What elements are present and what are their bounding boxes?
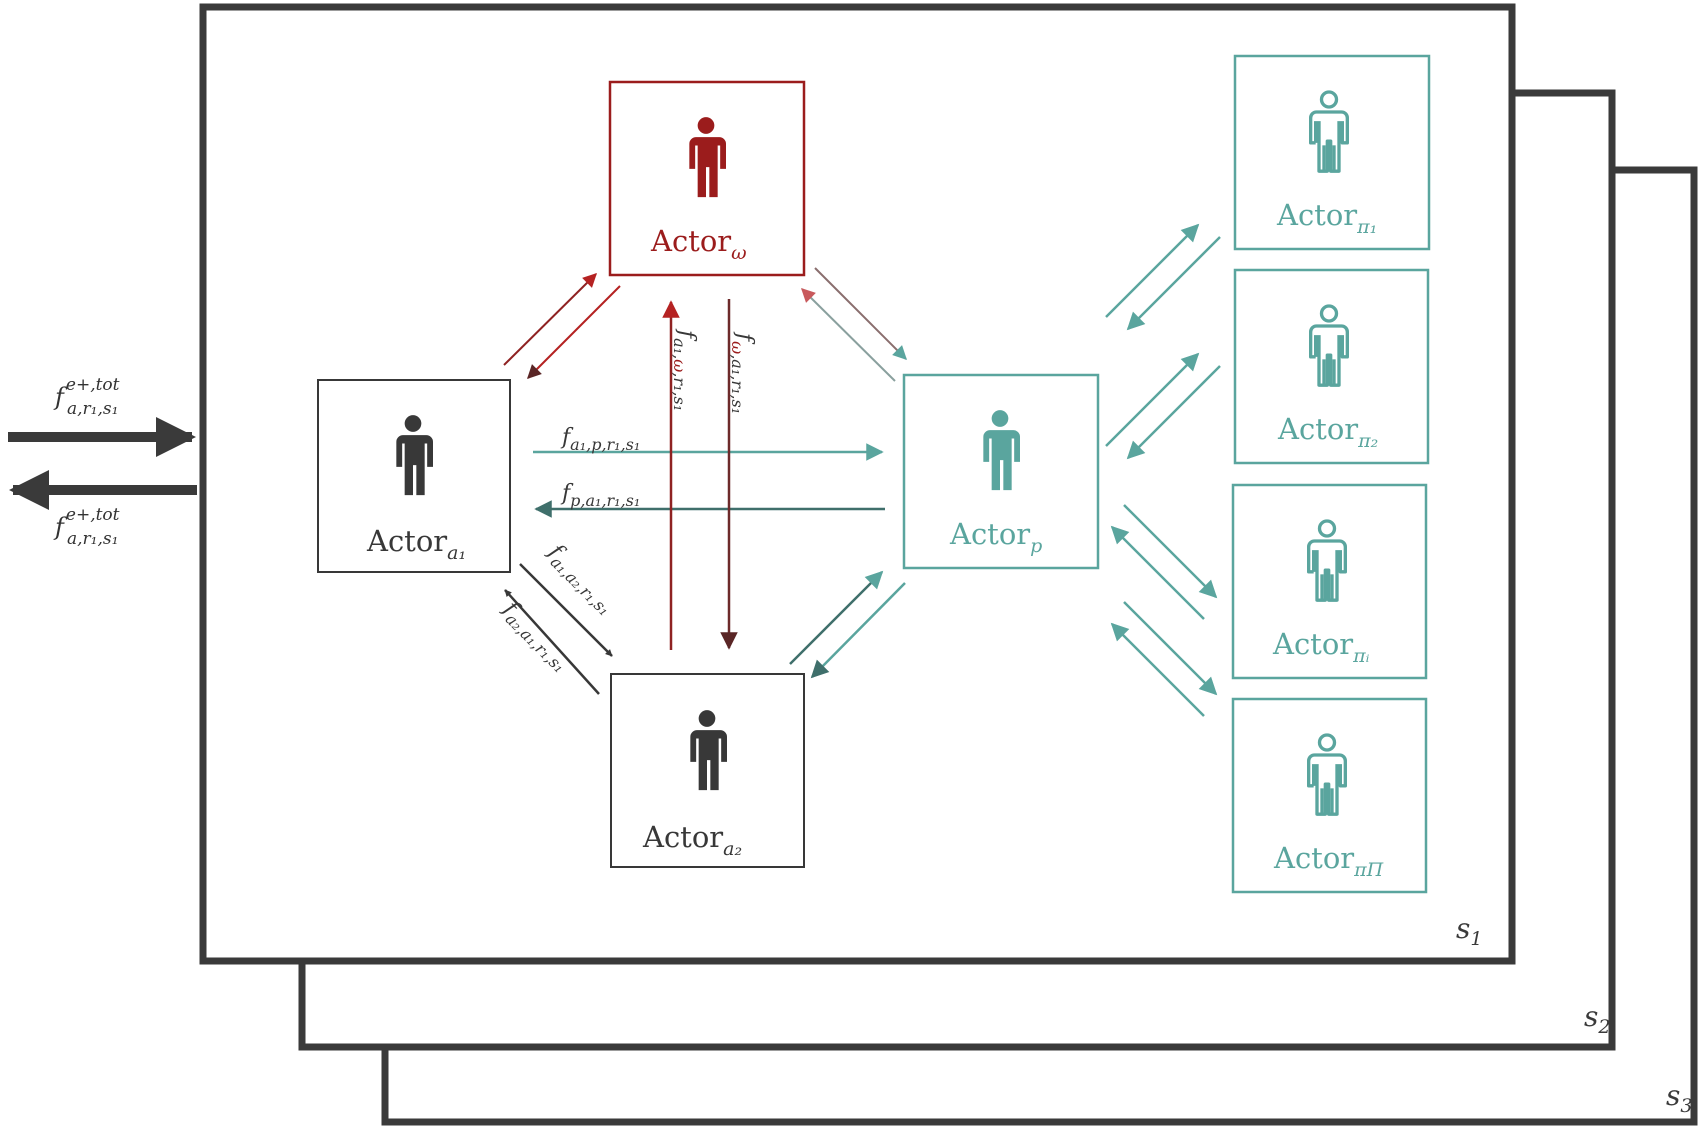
arrows-p-pii — [1110, 504, 1218, 620]
arrow-omega-to-a1 — [527, 285, 621, 379]
actor-label-pi1: Actorπ₁ — [1276, 198, 1377, 238]
arrow-p-to-a2 — [810, 582, 906, 679]
actor-label-piP: ActorπΠ — [1273, 841, 1384, 881]
arrow-a1-to-omega — [503, 273, 597, 366]
actor-box-piP[interactable]: ActorπΠ — [1231, 697, 1428, 894]
actor-box-pii[interactable]: Actorπᵢ — [1231, 483, 1428, 680]
arrow-p-to-omega — [801, 288, 896, 382]
arrows-p-pi1 — [1105, 223, 1221, 331]
actor-box-a2[interactable]: Actora₂ — [610, 673, 805, 868]
scenario-label-s3: s3 — [1666, 1079, 1692, 1117]
arrows-p-piP — [1110, 601, 1218, 717]
arrow-a2-to-a1 — [504, 589, 600, 695]
flow-label-a1-p: fa₁,p,r₁,s₁ — [560, 425, 640, 454]
actor-label-omega: Actorω — [650, 224, 747, 264]
actor-box-p[interactable]: Actorp — [902, 373, 1100, 570]
actor-box-pi2[interactable]: Actorπ₂ — [1233, 268, 1430, 465]
arrow-omega-to-p — [814, 267, 907, 360]
flow-label-a1-omega: fa₁,ω,r₁,s₁ — [670, 328, 699, 411]
actor-label-pi2: Actorπ₂ — [1277, 412, 1378, 452]
actor-label-a1: Actora₁ — [366, 524, 466, 564]
actor-label-p: Actorp — [949, 517, 1042, 557]
actor-box-omega[interactable]: Actorω — [608, 80, 806, 277]
arrow-a1-to-a2 — [519, 563, 613, 657]
actor-box-a1[interactable]: Actora₁ — [317, 379, 511, 573]
scenario-label-s2: s2 — [1584, 1000, 1610, 1038]
scenario-label-s1: s1 — [1456, 912, 1482, 950]
actor-label-a2: Actora₂ — [642, 820, 742, 860]
arrow-a2-to-p — [789, 570, 884, 665]
arrows-p-pi2 — [1105, 352, 1221, 460]
actor-box-pi1[interactable]: Actorπ₁ — [1233, 54, 1431, 251]
actor-label-pii: Actorπᵢ — [1272, 627, 1370, 667]
